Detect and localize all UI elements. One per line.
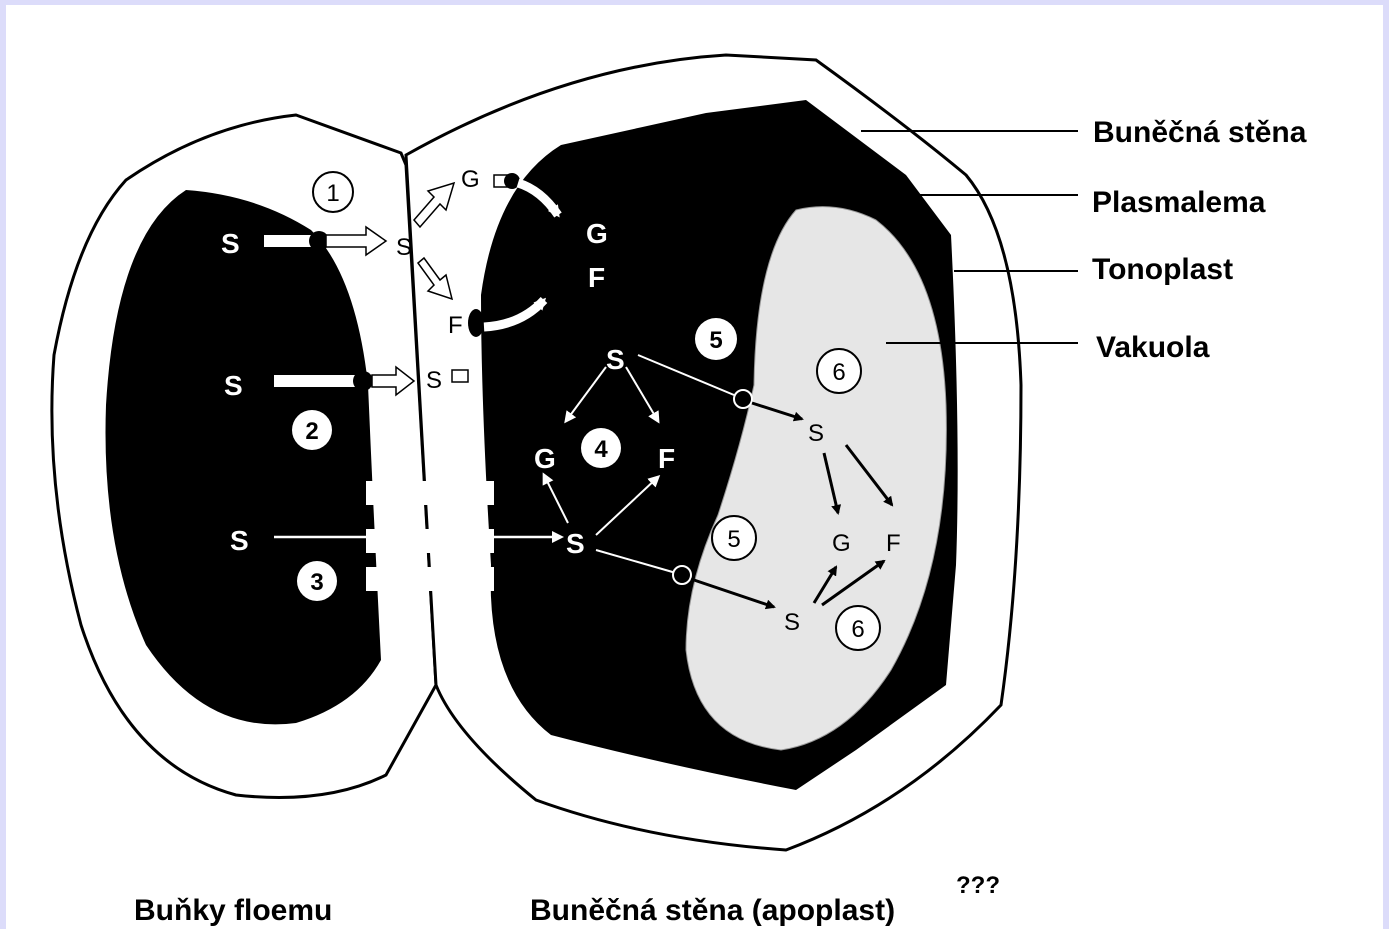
- sucrose-label: S: [221, 228, 240, 259]
- glucose-label: G: [586, 218, 608, 249]
- tonoplast-carrier: [734, 390, 752, 408]
- fructose-label: F: [886, 530, 901, 557]
- caption-question-marks: ???: [956, 872, 1000, 899]
- sucrose-label: S: [808, 420, 824, 447]
- fructose-label: F: [658, 443, 675, 474]
- carrier-stem: [274, 375, 356, 387]
- carrier-stub: [452, 370, 468, 382]
- plasmodesma: [366, 567, 494, 591]
- sucrose-label: S: [230, 525, 249, 556]
- diagram-frame: S S G F G F S S S S G F S S G F S 1 2 3 …: [6, 5, 1383, 929]
- step-number: 4: [594, 436, 608, 463]
- step-number: 1: [326, 180, 339, 207]
- carrier-dot: [353, 371, 373, 391]
- step-number: 3: [310, 569, 323, 596]
- carrier-dot: [468, 309, 484, 337]
- label-tonoplast: Tonoplast: [1092, 253, 1233, 286]
- fructose-label: F: [448, 312, 463, 339]
- sucrose-label: S: [606, 344, 625, 375]
- step-number: 2: [305, 418, 318, 445]
- plasmodesma: [366, 481, 494, 505]
- glucose-label: G: [534, 443, 556, 474]
- step-number: 5: [709, 327, 722, 354]
- label-plasmalemma: Plasmalema: [1092, 186, 1266, 219]
- fructose-label: F: [588, 262, 605, 293]
- label-cell-wall: Buněčná stěna: [1093, 116, 1307, 149]
- glucose-label: G: [461, 166, 480, 193]
- sucrose-label: S: [566, 528, 585, 559]
- sucrose-label: S: [784, 609, 800, 636]
- step-number: 6: [851, 616, 864, 643]
- step-number: 5: [727, 526, 740, 553]
- sucrose-label: S: [396, 234, 412, 261]
- sugar-transport-diagram: S S G F G F S S S S G F S S G F S 1 2 3 …: [6, 5, 1383, 929]
- plasmodesma: [366, 529, 494, 553]
- label-vacuole: Vakuola: [1096, 331, 1210, 364]
- sucrose-label: S: [224, 370, 243, 401]
- caption-phloem-cells: Buňky floemu: [134, 894, 332, 927]
- caption-apoplast: Buněčná stěna (apoplast): [530, 894, 895, 927]
- tonoplast-carrier: [673, 566, 691, 584]
- step-number: 6: [832, 359, 845, 386]
- glucose-label: G: [832, 530, 851, 557]
- sucrose-label: S: [426, 367, 442, 394]
